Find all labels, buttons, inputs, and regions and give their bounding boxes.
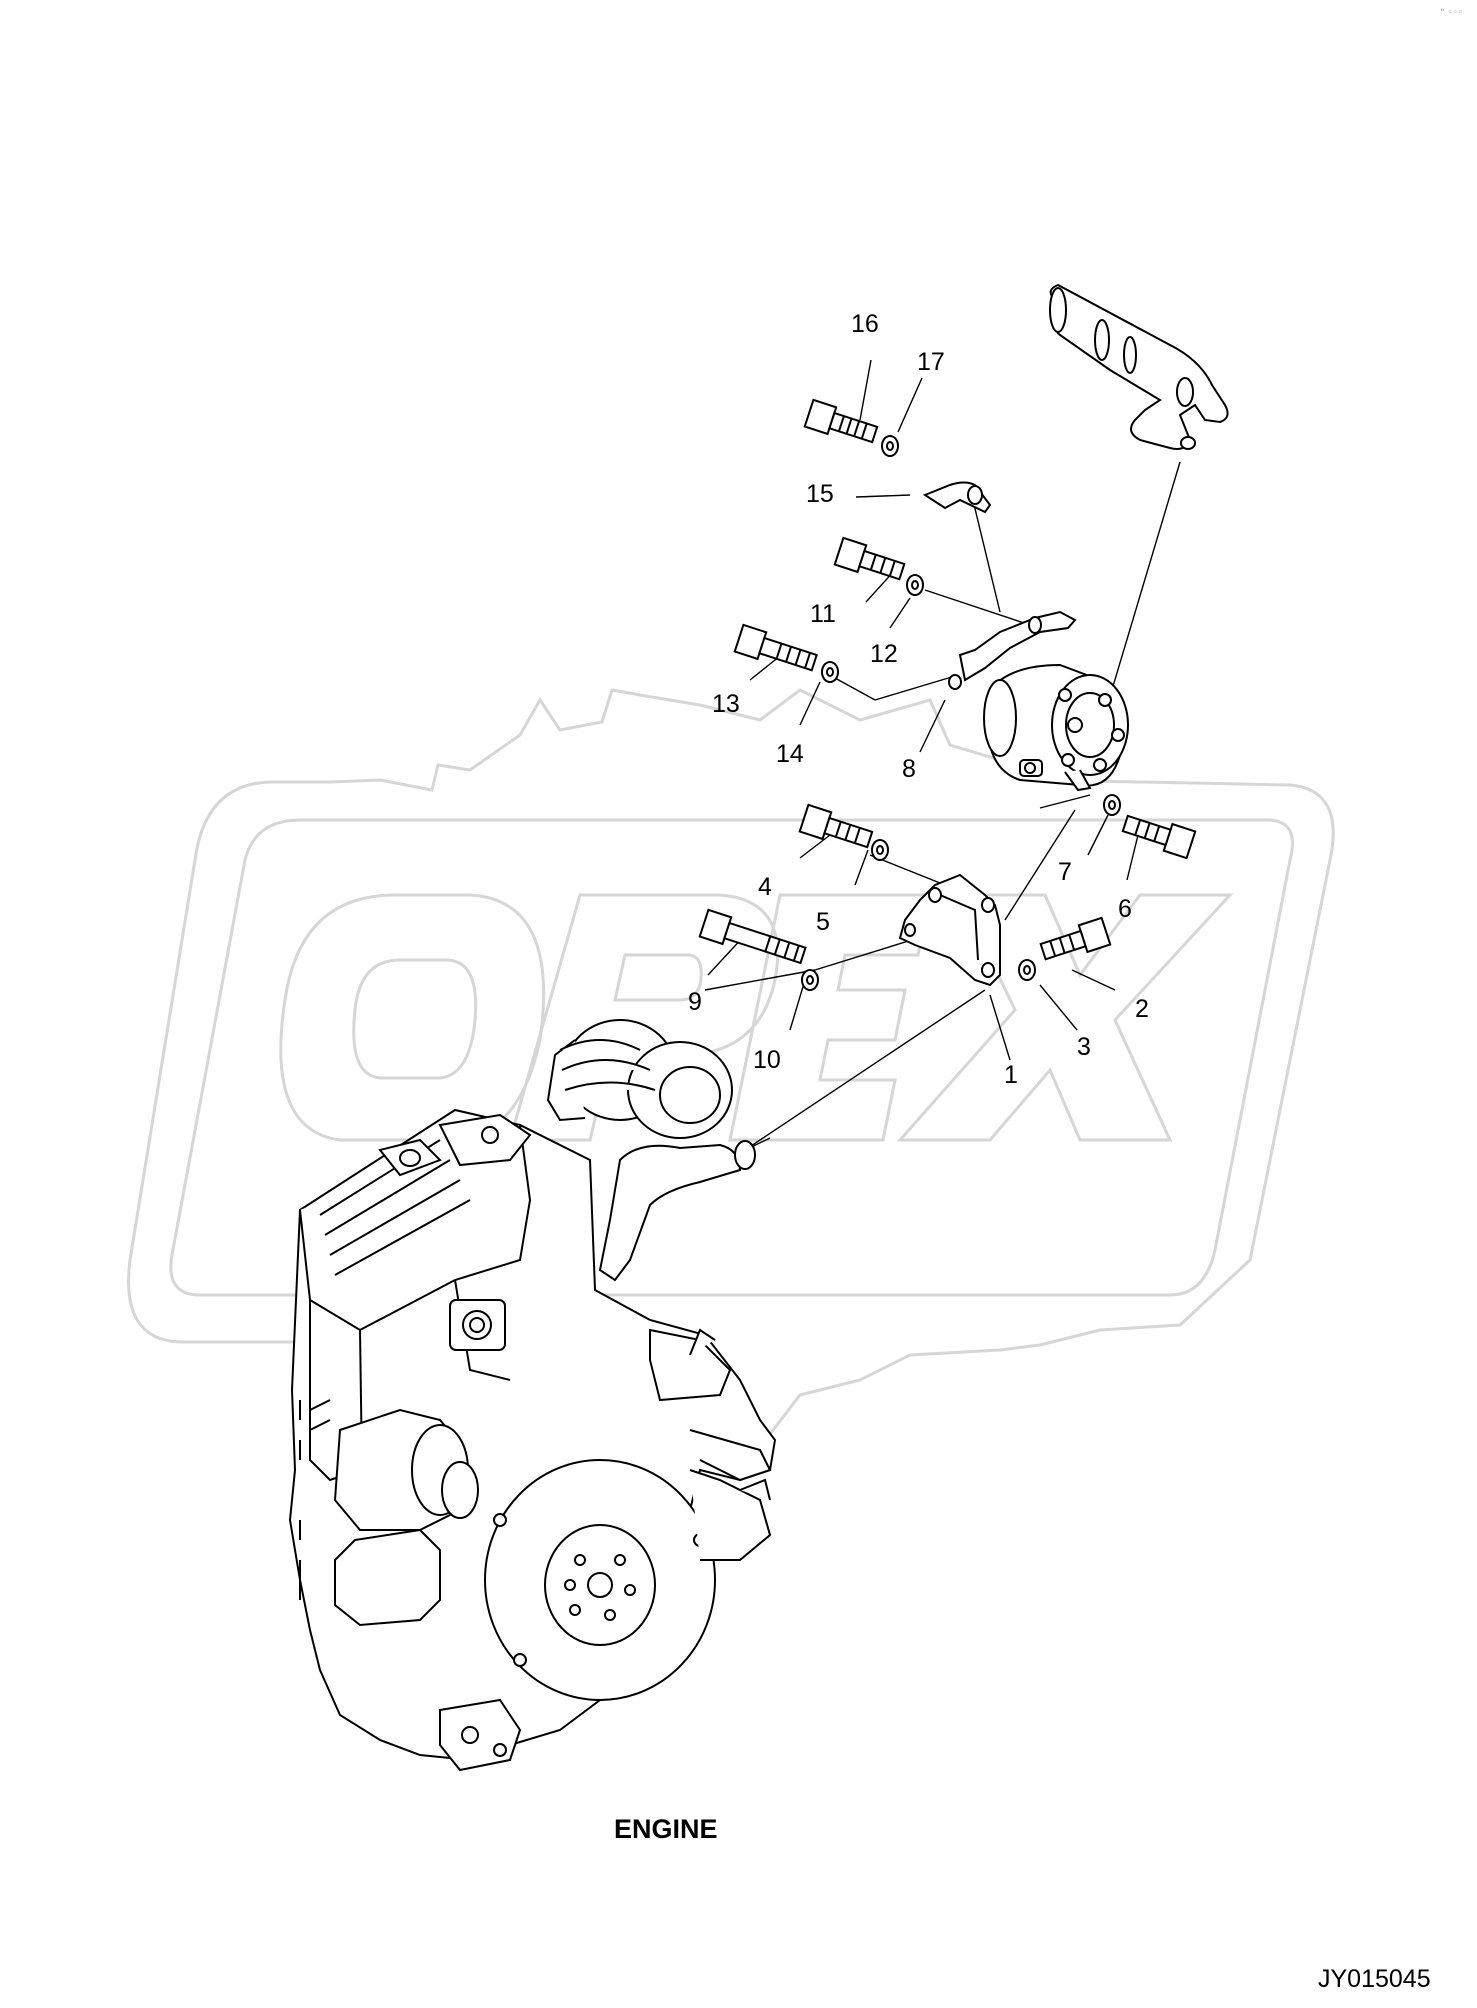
hose-assembly (1049, 283, 1229, 450)
callout-6: 6 (1118, 895, 1132, 923)
washer-17 (881, 435, 899, 457)
callout-4: 4 (758, 873, 772, 901)
callout-2: 2 (1135, 995, 1149, 1023)
callout-11: 11 (810, 600, 836, 628)
washer-3 (1018, 959, 1036, 981)
clamp-15 (922, 481, 992, 514)
callout-1: 1 (1004, 1061, 1018, 1089)
ac-compressor (983, 663, 1129, 792)
washer-7 (1103, 794, 1121, 816)
callout-5: 5 (816, 908, 830, 936)
bolts (698, 398, 1197, 965)
bolt-2 (1039, 916, 1112, 961)
bolt-16 (803, 398, 879, 444)
bracket-8 (948, 610, 1077, 690)
callout-15: 15 (806, 480, 834, 508)
callout-9: 9 (688, 988, 702, 1016)
callout-16: 16 (851, 310, 879, 338)
callout-17: 17 (917, 348, 945, 376)
callout-8: 8 (902, 755, 916, 783)
bolt-11 (833, 536, 906, 581)
callout-3: 3 (1077, 1033, 1091, 1061)
bolt-4 (798, 803, 874, 849)
bolt-9 (698, 908, 807, 965)
washers (801, 435, 1121, 991)
washer-5 (871, 839, 889, 861)
callout-pointers (707, 359, 1139, 1061)
callout-7: 7 (1058, 858, 1072, 886)
callout-12: 12 (870, 640, 898, 668)
bolt-6 (1121, 814, 1197, 860)
washer-14 (821, 661, 839, 683)
callout-13: 13 (712, 690, 740, 718)
bolt-13 (733, 623, 818, 672)
callout-14: 14 (776, 740, 804, 768)
figure-id: JY015045 (1318, 1965, 1431, 1993)
callout-10: 10 (753, 1046, 781, 1074)
corner-mark: ° ◦◦◦ (1440, 8, 1464, 18)
washer-10 (801, 969, 819, 991)
bracket-1 (898, 873, 1001, 987)
engine-label: ENGINE (614, 1814, 718, 1844)
washer-12 (906, 574, 924, 596)
engine-illustration (288, 1019, 777, 1772)
